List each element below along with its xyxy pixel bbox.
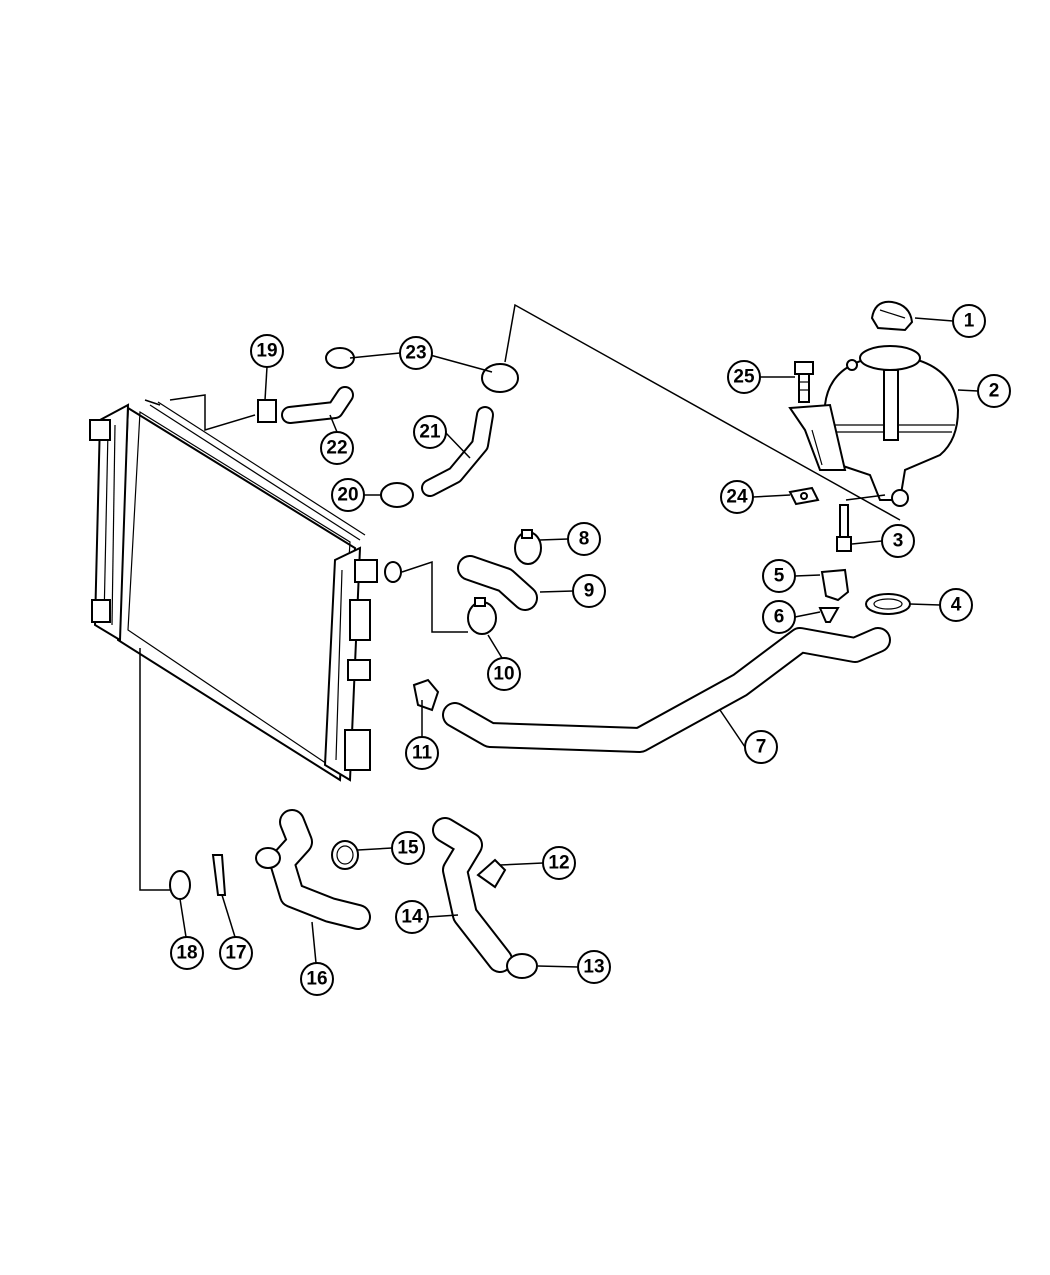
svg-text:22: 22	[326, 438, 347, 459]
callout-19: 19	[250, 334, 284, 368]
callout-20: 20	[331, 478, 365, 512]
hose	[432, 817, 513, 973]
svg-text:14: 14	[401, 907, 423, 928]
svg-text:20: 20	[337, 485, 358, 506]
hose	[281, 386, 354, 424]
callout-10: 10	[487, 657, 521, 691]
callout-22: 22	[320, 431, 354, 465]
callout-4: 4	[939, 588, 973, 622]
callout-14: 14	[395, 900, 429, 934]
clip	[476, 858, 507, 889]
reservoir-cap	[870, 300, 914, 332]
clamp	[481, 363, 519, 393]
callout-23: 23	[399, 336, 433, 370]
callout-3: 3	[881, 524, 915, 558]
callout-7: 7	[744, 730, 778, 764]
callout-8: 8	[567, 522, 601, 556]
hose	[255, 809, 371, 930]
svg-text:12: 12	[548, 853, 569, 874]
hose	[442, 627, 891, 753]
clamp	[325, 347, 355, 369]
callout-25: 25	[727, 360, 761, 394]
svg-text:16: 16	[306, 969, 327, 990]
retainer	[211, 854, 227, 896]
fitting	[384, 561, 402, 583]
clamp	[514, 529, 542, 565]
svg-text:21: 21	[419, 422, 441, 443]
svg-text:4: 4	[951, 595, 962, 616]
svg-text:19: 19	[256, 341, 277, 362]
bolt	[794, 361, 814, 403]
radiator	[89, 399, 378, 782]
seal	[820, 568, 850, 602]
clamp	[467, 597, 497, 635]
svg-text:2: 2	[989, 381, 1000, 402]
callout-15: 15	[391, 831, 425, 865]
svg-text:24: 24	[726, 487, 748, 508]
callout-9: 9	[572, 574, 606, 608]
svg-text:25: 25	[733, 367, 755, 388]
callout-2: 2	[977, 374, 1011, 408]
cap	[818, 607, 840, 623]
hose	[457, 555, 538, 611]
svg-text:9: 9	[584, 581, 595, 602]
callout-6: 6	[762, 600, 796, 634]
svg-text:15: 15	[397, 838, 419, 859]
svg-text:13: 13	[583, 957, 604, 978]
clamp	[257, 399, 277, 423]
callout-1: 1	[952, 304, 986, 338]
clip	[412, 678, 440, 712]
clamp	[506, 953, 538, 979]
seal-ring	[169, 870, 191, 900]
svg-text:7: 7	[756, 737, 767, 758]
svg-text:17: 17	[225, 943, 246, 964]
clamp	[380, 482, 414, 508]
callout-16: 16	[300, 962, 334, 996]
svg-text:8: 8	[579, 529, 590, 550]
clamp	[865, 593, 911, 615]
callout-12: 12	[542, 846, 576, 880]
svg-text:5: 5	[774, 566, 785, 587]
spring-clamp	[331, 840, 359, 870]
svg-text:18: 18	[176, 943, 197, 964]
callout-13: 13	[577, 950, 611, 984]
callout-18: 18	[170, 936, 204, 970]
callout-5: 5	[762, 559, 796, 593]
svg-text:10: 10	[493, 664, 514, 685]
callout-11: 11	[405, 736, 439, 770]
svg-text:1: 1	[964, 311, 975, 332]
callout-24: 24	[720, 480, 754, 514]
svg-text:6: 6	[774, 607, 785, 628]
svg-text:3: 3	[893, 531, 904, 552]
hose	[421, 406, 494, 497]
svg-text:23: 23	[405, 343, 426, 364]
sensor	[836, 494, 886, 552]
nut	[788, 486, 820, 506]
callout-17: 17	[219, 936, 253, 970]
coolant-reservoir	[788, 345, 960, 507]
callout-21: 21	[413, 415, 447, 449]
svg-text:11: 11	[412, 743, 433, 764]
